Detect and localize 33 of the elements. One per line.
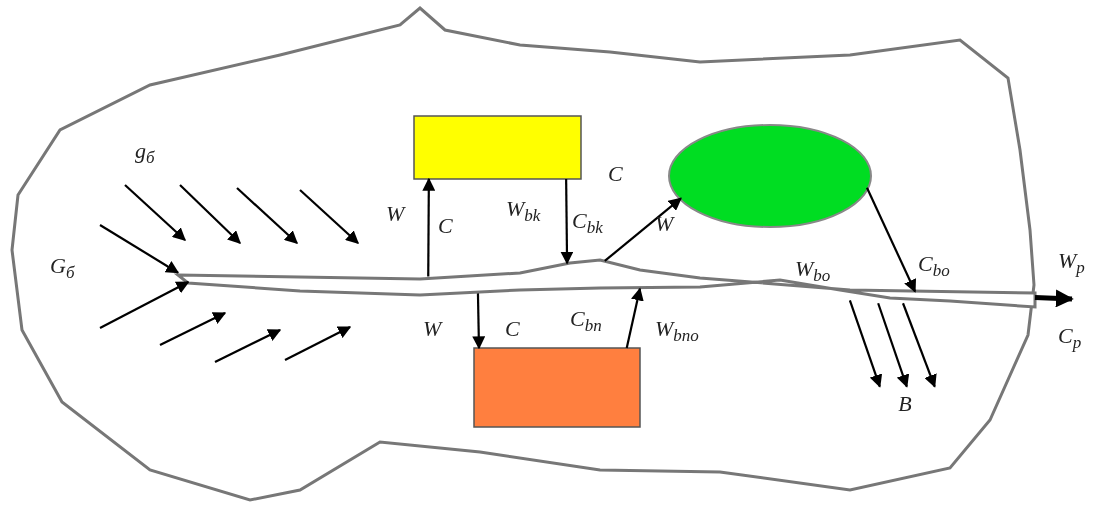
pond-box <box>473 347 641 428</box>
symbol-label: W <box>423 318 442 340</box>
arrow <box>865 187 916 293</box>
symbol-label: C$_{p}$ <box>1058 325 1082 352</box>
arrow <box>902 302 937 388</box>
basin-outline <box>10 6 1036 502</box>
symbol-label: g$_{б}$ <box>135 140 155 167</box>
arrow <box>625 287 644 349</box>
reservoir-box <box>413 115 582 180</box>
arrow <box>472 293 486 350</box>
arrow <box>877 302 910 388</box>
symbol-label: C$_{bn}$ <box>570 308 602 335</box>
river-channel <box>173 258 1037 309</box>
arrow <box>1034 289 1074 308</box>
arrow <box>99 281 190 329</box>
symbol-label: W$_{p}$ <box>1058 250 1085 277</box>
symbol-label: W <box>386 203 405 225</box>
symbol-label: C <box>505 318 520 340</box>
symbol-label: W$_{bno}$ <box>655 318 699 345</box>
symbol-label: W$_{bo}$ <box>795 258 831 285</box>
symbol-label: C <box>608 163 623 185</box>
symbol-label: B <box>898 391 912 416</box>
arrow <box>604 197 682 262</box>
arrow <box>422 177 436 277</box>
symbol-label: C$_{bo}$ <box>918 253 950 280</box>
arrow <box>848 300 883 388</box>
symbol-label: W$_{bk}$ <box>506 198 541 225</box>
symbol-label: C$_{bk}$ <box>572 210 603 237</box>
symbol-label: C <box>438 215 453 237</box>
symbol-label: G$_{б}$ <box>50 255 75 282</box>
symbol-label: W <box>655 213 674 235</box>
arrow <box>99 224 180 274</box>
arrow <box>560 179 574 265</box>
